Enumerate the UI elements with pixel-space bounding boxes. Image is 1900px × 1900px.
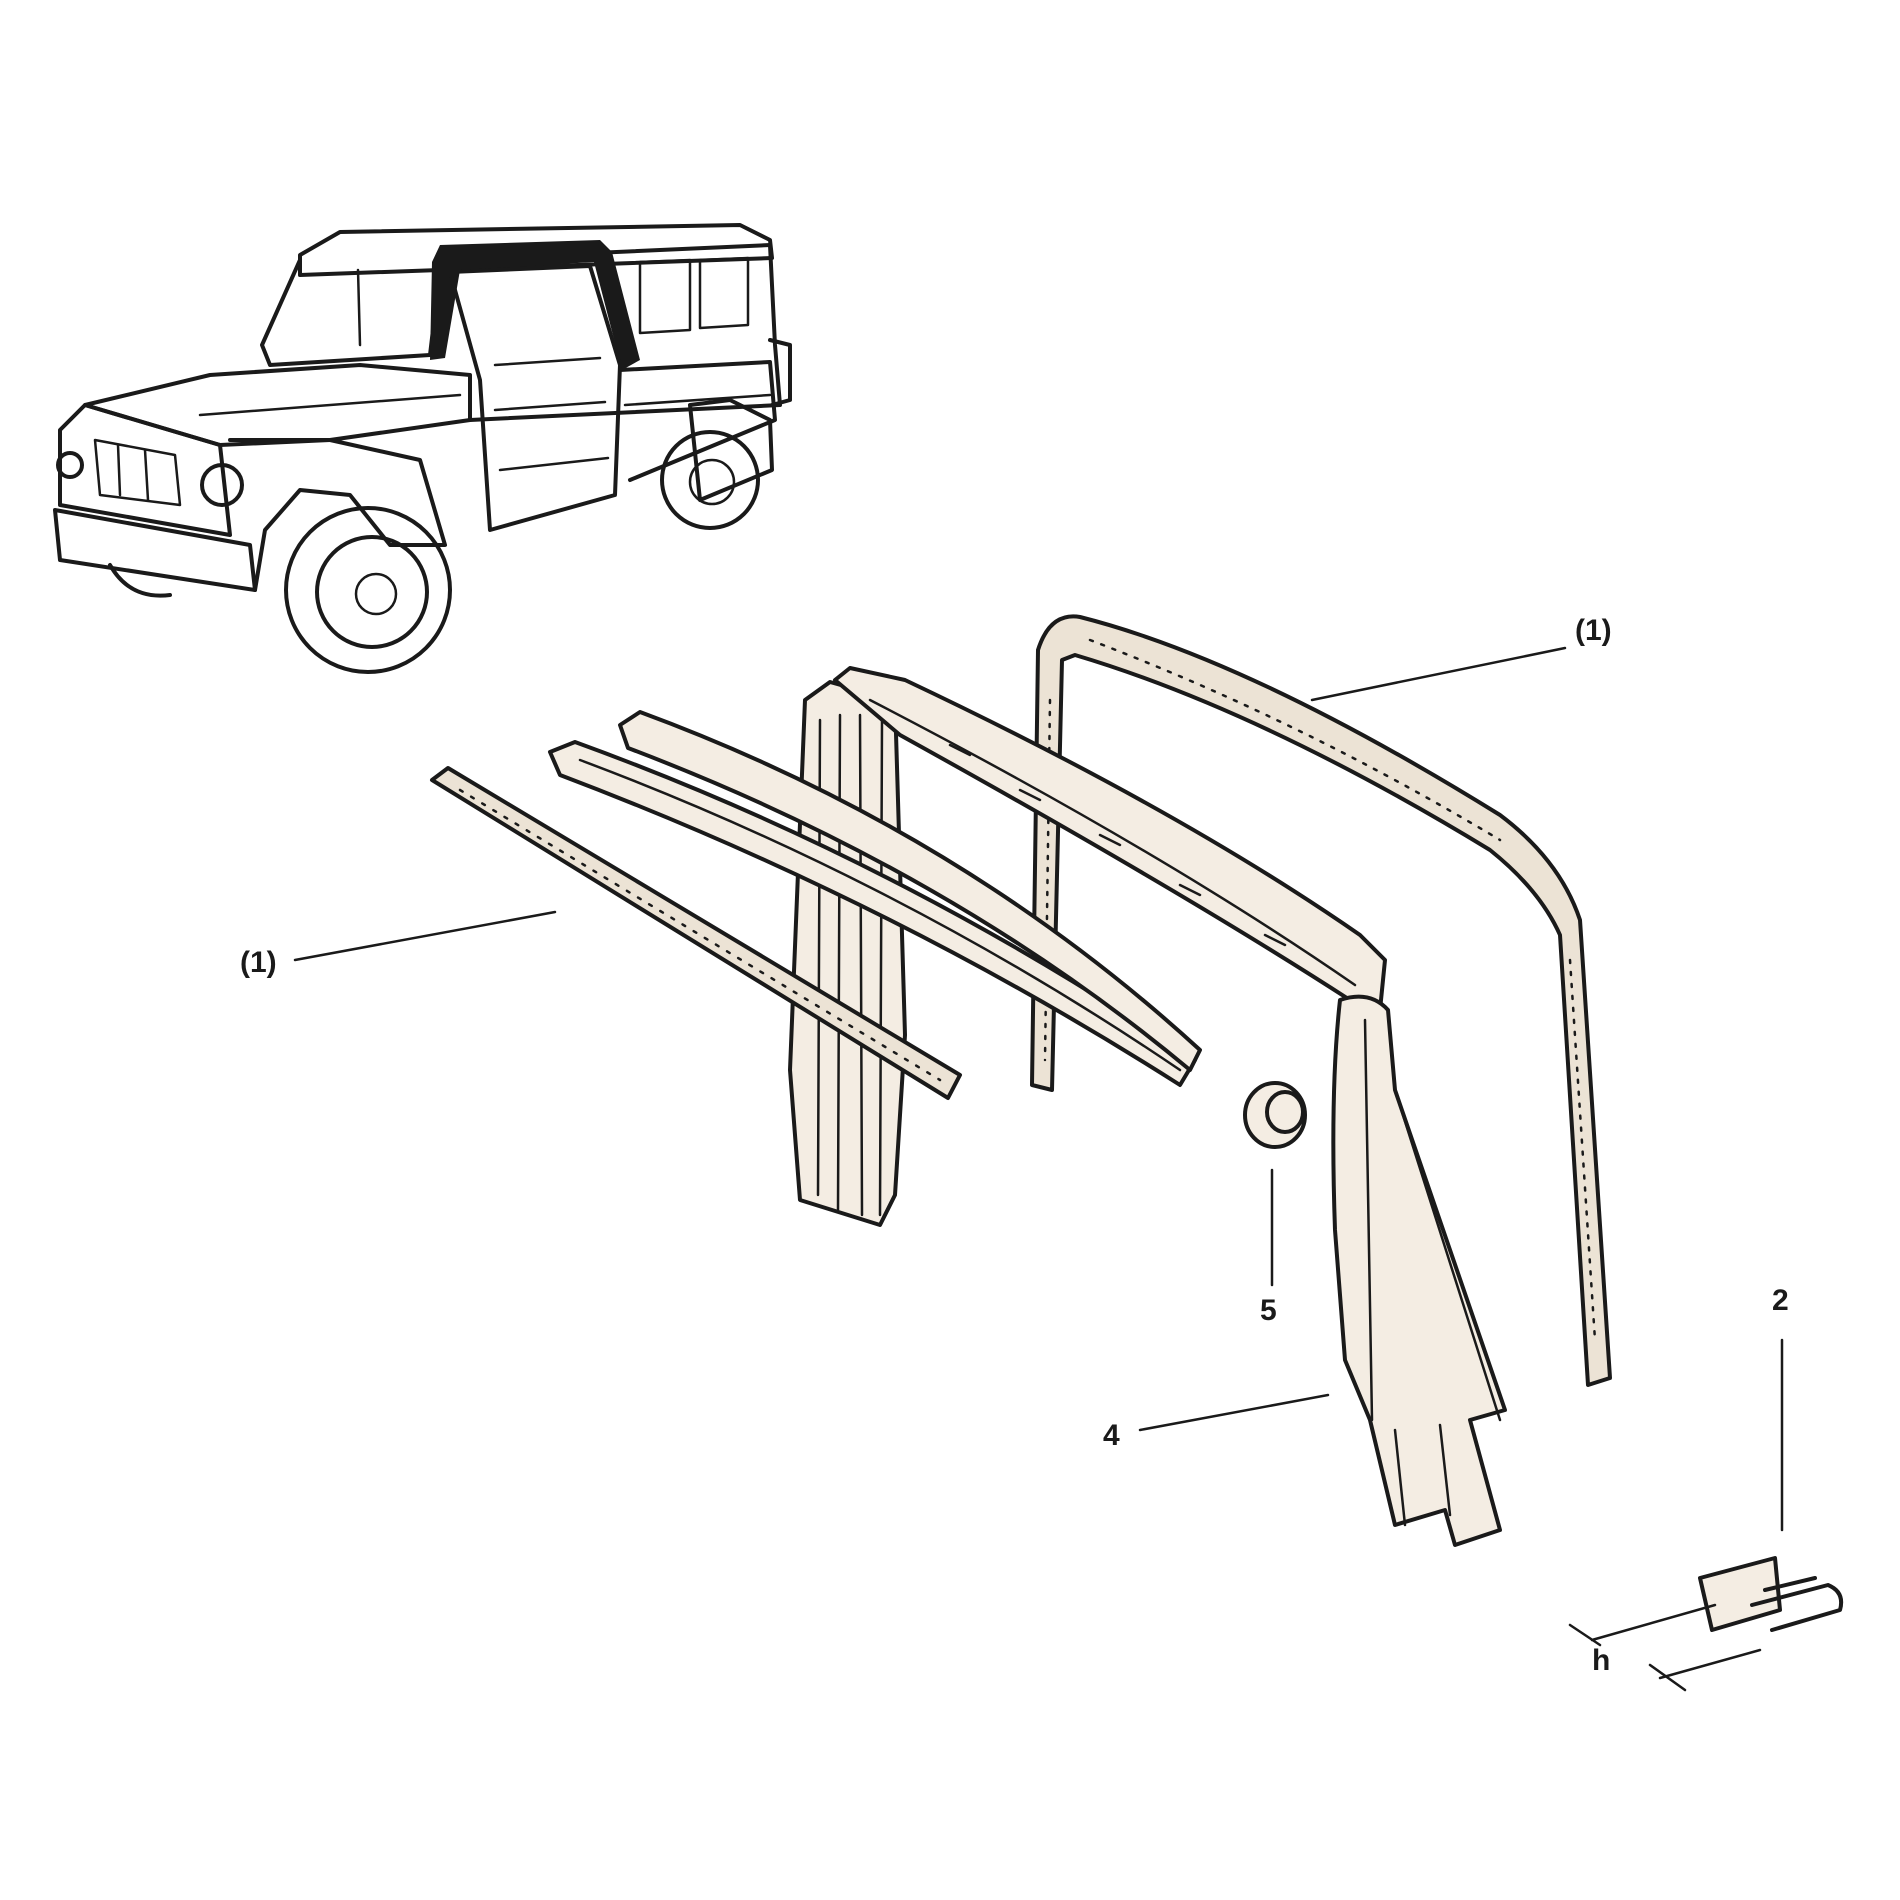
callout-dimension-h: h <box>1592 1644 1610 1677</box>
grommet-part <box>1243 1081 1307 1149</box>
clip-part <box>1698 1556 1844 1632</box>
leader-lines <box>293 646 1784 1692</box>
callout-upper-seal: (1) <box>1575 614 1612 647</box>
callout-clip: 2 <box>1772 1284 1789 1317</box>
callout-left-seal: (1) <box>240 946 277 979</box>
vehicle-illustration <box>53 223 792 674</box>
left-seal-strip <box>430 766 962 1100</box>
glass-trim-strips <box>548 710 1202 1087</box>
callout-post: 4 <box>1103 1419 1120 1452</box>
callout-grommet: 5 <box>1260 1294 1277 1327</box>
window-channel <box>788 666 1507 1547</box>
